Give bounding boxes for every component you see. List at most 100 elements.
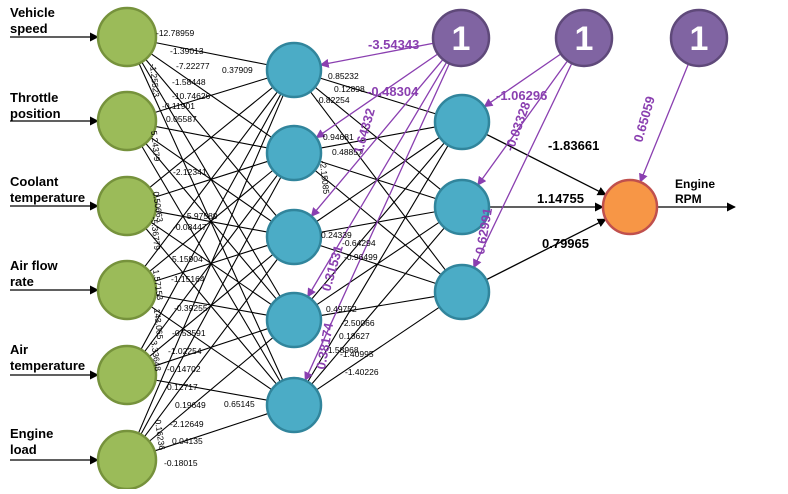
input-node-6	[96, 429, 158, 491]
edge-hidden1-3-hidden2-2	[320, 211, 436, 233]
input-label-engine-load-line2: load	[10, 442, 37, 457]
hidden1-hidden2-connections	[307, 77, 449, 391]
weight-ih-31: -0.18015	[164, 458, 198, 468]
edge-hidden1-1-hidden2-3	[309, 91, 447, 271]
edge-input6-hidden1-2	[140, 176, 282, 435]
edge-bias-hidden2-3	[473, 62, 573, 269]
weight-ih-1: -12.78959	[156, 28, 195, 38]
weight-hh-8: -0.64294	[342, 238, 376, 248]
edge-bias-hidden2-1	[483, 53, 562, 108]
weight-ih-30: 0.04135	[172, 436, 203, 446]
bias-weight-hidden1-4: 0.31531	[318, 244, 345, 293]
edge-bias-hidden1-2	[315, 53, 439, 139]
edge-hidden1-3-hidden2-1	[315, 136, 441, 223]
output-label: Engine RPM	[675, 177, 715, 206]
weight-ih-16: -5.36779	[149, 216, 162, 251]
edge-input6-hidden1-3	[143, 258, 279, 438]
weight-ih-8: -0.11901	[162, 101, 195, 111]
bias-node-2	[554, 8, 614, 68]
weight-ho-2: 1.14755	[537, 191, 584, 206]
bias-node-1-label: 1	[452, 20, 471, 58]
edge-bias-hidden1-5	[304, 63, 450, 382]
weight-hh-9: -0.96499	[344, 252, 378, 262]
weight-hh-5: 0.48857	[332, 147, 363, 157]
input-label-vehicle-speed-line2: speed	[10, 21, 48, 36]
edge-hidden2-1-output	[485, 133, 607, 196]
bias-weight-output: 0.65059	[630, 95, 657, 144]
input-node-5	[96, 344, 158, 406]
hidden2-output-connections	[485, 133, 736, 281]
edge-input6-hidden1-1	[137, 94, 284, 434]
weight-ih-27: 0.16236	[153, 419, 167, 451]
weight-ih-2: -1.39013	[170, 46, 204, 56]
bias-node-3	[669, 8, 729, 68]
weight-ih-20: 143.065	[152, 308, 165, 340]
weight-ih-4: -1.25523	[148, 63, 161, 98]
weight-ih-15: 1.57153	[151, 269, 165, 301]
input-labels: Vehicle speed Throttle position Coolant …	[10, 5, 85, 457]
edge-bias-hidden2-2	[477, 60, 569, 186]
output-label-line1: Engine	[675, 177, 715, 191]
input-hidden1-connections	[137, 42, 284, 452]
hidden2-node-1	[433, 93, 491, 151]
bias-weight-hidden1-2: -0.48304	[367, 84, 419, 99]
bias-node-1	[431, 8, 491, 68]
input-label-engine-load-line1: Engine	[10, 426, 53, 441]
edge-bias-hidden1-1	[319, 42, 434, 68]
weight-ih-29: 0.65145	[224, 399, 255, 409]
bias-connections	[304, 42, 690, 382]
weight-ih-9: 0.05587	[166, 114, 197, 124]
weight-ih-18: -1.15164	[171, 274, 205, 284]
weight-hh-15: -1.40226	[345, 367, 379, 377]
edge-input2-hidden1-1	[154, 77, 269, 114]
weight-ih-28: -2.12649	[170, 419, 204, 429]
weight-hh-11: -2.50066	[341, 318, 375, 328]
input-label-airtemp-line1: Air	[10, 342, 28, 357]
weight-ih-6: -10.74626	[172, 91, 211, 101]
weight-ih-19: -0.39255	[174, 303, 208, 313]
hidden1-node-3	[265, 208, 323, 266]
weight-hh-1: 0.85232	[328, 71, 359, 81]
input-label-airflow-line1: Air flow	[10, 258, 59, 273]
edge-bias-hidden1-3	[310, 59, 444, 218]
weight-ih-17: 5.15904	[172, 254, 203, 264]
weight-ih-3: -7.22277	[176, 61, 210, 71]
edge-input3-hidden1-1	[149, 86, 274, 189]
weight-ih-12: -2.12341	[173, 167, 207, 177]
weight-hh-6: -2.15085	[318, 160, 331, 195]
weight-hh-2: 0.12898	[334, 84, 365, 94]
bias-weight-hidden1-1: -3.54343	[368, 37, 419, 52]
weight-ih-23: -1.02254	[168, 346, 202, 356]
output-label-line2: RPM	[675, 192, 702, 206]
weight-hh-10: 0.49752	[326, 304, 357, 314]
weight-ih-24: -0.14702	[167, 364, 201, 374]
edge-hidden2-3-output	[485, 218, 607, 281]
edge-input5-hidden1-5	[155, 379, 268, 401]
bias-node-2-label: 1	[575, 20, 594, 58]
weight-hh-4: 0.94681	[323, 132, 354, 142]
weight-hh-3: -0.82254	[316, 95, 350, 105]
input-node-4	[96, 259, 158, 321]
bias-weight-hidden2-1: -1.06296	[496, 88, 547, 103]
edge-hidden1-5-hidden2-2	[311, 227, 445, 385]
input-node-1	[96, 6, 158, 68]
weight-ho-1: -1.83661	[548, 138, 599, 153]
weight-labels: -12.78959 -1.39013 -7.22277 -1.25523 -1.5844…	[148, 28, 658, 468]
weight-ih-5: -1.58448	[172, 77, 206, 87]
edge-bias-output	[639, 63, 690, 183]
input-label-airflow-line2: rate	[10, 274, 34, 289]
input-arrows	[10, 32, 99, 465]
hidden2-node-3	[433, 263, 491, 321]
weight-ho-3: 0.79965	[542, 236, 589, 251]
bias-weight-hidden1-3: 1.64332	[350, 107, 377, 156]
weight-ih-22: -0.53591	[172, 328, 206, 338]
edge-bias-hidden1-4	[307, 61, 448, 298]
edge-hidden1-5-hidden2-3	[316, 306, 440, 391]
weight-ih-21: 3.33648	[149, 340, 163, 372]
weight-hh-12: 0.18627	[339, 331, 370, 341]
weight-ih-10: 5.24379	[149, 130, 162, 162]
weight-hh-7: 0.24339	[321, 230, 352, 240]
